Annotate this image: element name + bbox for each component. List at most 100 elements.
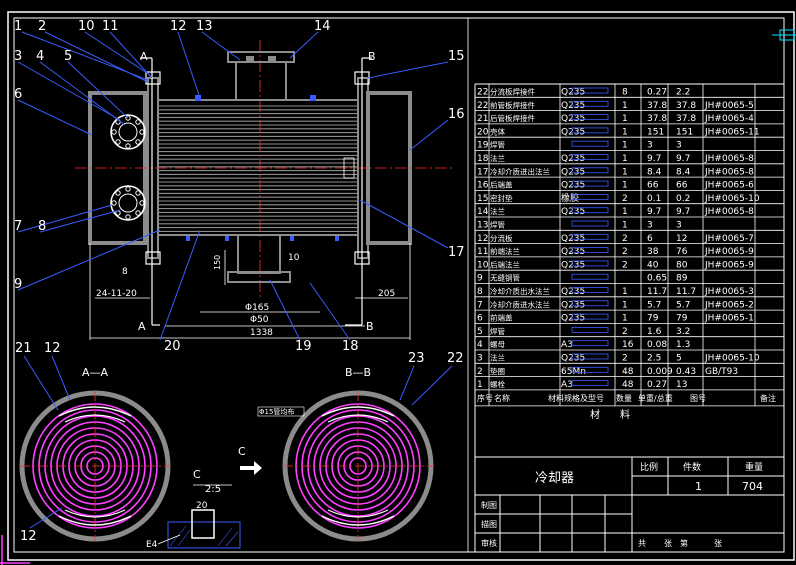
bom-qty: 1	[622, 154, 628, 164]
bom-qty: 2	[622, 194, 628, 204]
count-value: 1	[695, 480, 702, 493]
tube-note-box	[257, 406, 305, 417]
section-lines	[140, 57, 372, 326]
bom-spec: Q235	[561, 88, 585, 98]
bom-spec: Q235	[561, 260, 585, 270]
bom-spec: 65Mn	[561, 367, 586, 377]
bom-no: 19	[477, 141, 489, 151]
bom-unit: 9.7	[647, 207, 661, 217]
bom-header-cell: 序号	[477, 393, 493, 403]
bom-drawing: JH#0065-3	[704, 287, 754, 297]
bom-no: 8	[477, 287, 483, 297]
bom-spec: Q235	[561, 314, 585, 324]
section-aa-view: A—A 21 12 12	[15, 341, 171, 544]
callout-10: 10	[78, 19, 95, 34]
bom-unit: 0.1	[647, 194, 661, 204]
bom-unit: 0.009	[647, 367, 673, 377]
bom-total: 89	[676, 274, 688, 284]
bom-total: 151	[676, 127, 693, 137]
row-draw: 制图	[481, 500, 497, 510]
bom-total: 5	[676, 354, 682, 364]
bom-name: 法兰	[490, 153, 505, 163]
bom-total: 5.7	[676, 300, 690, 310]
callout-13: 13	[196, 19, 213, 34]
bom-no: 15	[477, 194, 488, 204]
bom-spec: 橡胶	[561, 192, 579, 204]
bom-no: 11	[477, 247, 488, 257]
callout-18: 18	[342, 339, 359, 354]
bb-callout-23: 23	[408, 351, 425, 366]
bom-drawing: JH#0065-7	[704, 234, 754, 244]
c-detail-weld: E4	[146, 540, 158, 550]
dimension-offset: 205	[378, 289, 395, 299]
bom-drawing: GB/T93	[705, 367, 738, 377]
bom-no: 12	[477, 234, 488, 244]
bom-spec: Q235	[561, 167, 585, 177]
main-elevation-view: A A B B 24-11-20 8 Φ165 Φ50 1338 205 150…	[14, 19, 465, 354]
bom-total: 66	[676, 181, 688, 191]
bom-name: 冷却介质进水法兰	[490, 299, 550, 309]
bom-no: 20	[477, 127, 489, 137]
section-aa-tubesheet	[19, 390, 171, 542]
callout-19: 19	[295, 339, 312, 354]
bom-unit: 37.8	[647, 101, 667, 111]
bom-no: 22	[477, 101, 488, 111]
bom-no: 21	[477, 114, 488, 124]
weight-value: 704	[742, 480, 763, 493]
callout-6: 6	[14, 87, 22, 102]
bom-no: 17	[477, 167, 488, 177]
bom-no: 13	[477, 221, 488, 231]
leader-lines	[17, 31, 449, 341]
sheet-total-label: 共	[638, 539, 646, 548]
bom-no: 5	[477, 327, 483, 337]
bom-spec: Q235	[561, 127, 585, 137]
bom-qty: 48	[622, 367, 634, 377]
bom-unit: 40	[647, 260, 659, 270]
bom-spec: Q235	[561, 300, 585, 310]
dimension-height: 150	[213, 255, 222, 270]
edge-mark	[772, 29, 796, 41]
bom-spec: Q235	[561, 114, 585, 124]
bom-qty: 48	[622, 380, 634, 390]
bom-name: 壳体	[490, 126, 505, 136]
sheet-number-label: 第	[680, 538, 688, 548]
callout-2: 2	[38, 19, 46, 34]
callout-4: 4	[36, 49, 44, 64]
c-view-label: C	[238, 445, 246, 458]
bom-qty: 1	[622, 167, 628, 177]
bom-unit: 0.65	[647, 274, 667, 284]
section-marker-a-bottom: A	[138, 320, 146, 333]
bom-no: 10	[477, 260, 489, 270]
bom-name: 后端盖	[490, 180, 513, 190]
bom-no: 2	[477, 367, 483, 377]
bom-no: 22	[477, 88, 488, 98]
callout-17: 17	[448, 245, 465, 260]
bom-qty: 1	[622, 101, 628, 111]
bom-qty: 2	[622, 234, 628, 244]
bom-drawing: JH#0065-9	[704, 247, 754, 257]
bom-qty: 16	[622, 340, 634, 350]
callout-11: 11	[102, 19, 119, 34]
bom-no: 9	[477, 274, 483, 284]
bom-unit: 66	[647, 181, 659, 191]
bom-total: 1.3	[676, 340, 690, 350]
bom-unit: 1.6	[647, 327, 662, 337]
callout-3: 3	[14, 49, 22, 64]
bom-name: 后管板焊接件	[490, 113, 535, 123]
dimension-dia-50: Φ50	[250, 315, 269, 325]
bom-unit: 151	[647, 127, 664, 137]
section-bb-title: B—B	[345, 366, 371, 379]
callout-16: 16	[448, 107, 465, 122]
bom-name: 垫圈	[490, 366, 505, 376]
bom-drawing: JH#0065-8	[704, 154, 754, 164]
